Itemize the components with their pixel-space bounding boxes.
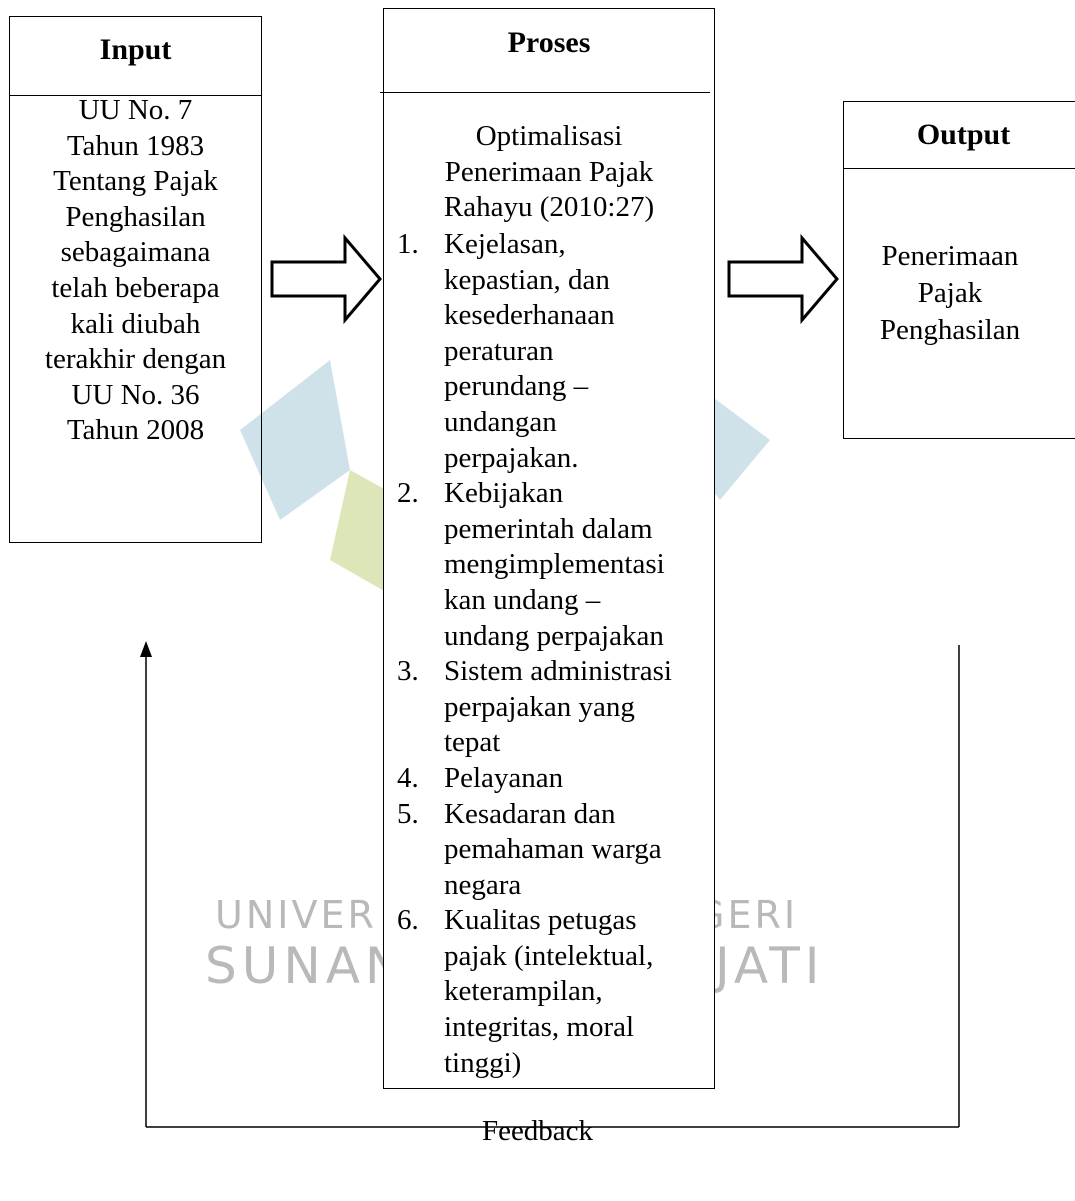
item-line: pemahaman warga [444, 833, 662, 866]
item-line: integritas, moral [444, 1011, 635, 1044]
item-line: pajak (intelektual, [444, 939, 654, 972]
proses-intro: Optimalisasi Penerimaan Pajak Rahayu (20… [384, 119, 714, 226]
item-line: Pelayanan [444, 761, 564, 794]
output-title: Output [916, 118, 1011, 151]
proses-factor-item: 4. Pelayanan [397, 761, 714, 797]
watermark-text-right-2: JATI [715, 937, 825, 995]
item-line: kepastian, dan [444, 263, 610, 296]
item-number: 4. [397, 761, 419, 794]
item-line: mengimplementasi [444, 548, 665, 581]
proses-factor-list: 1. Kejelasan, kepastian, dan kesederhana… [397, 227, 714, 1088]
input-line: Tahun 1983 [66, 129, 205, 162]
item-line: Kebijakan [444, 477, 564, 510]
input-line: UU No. 7 [78, 94, 193, 126]
item-line: kan undang – [444, 583, 601, 616]
arrow-input-to-proses-icon [270, 233, 382, 325]
proses-factor-item: 5. Kesadaran dan pemahaman warga negara [397, 797, 714, 904]
output-box: Output Penerimaan Pajak Penghasilan [843, 101, 1075, 439]
input-divider [10, 95, 261, 96]
feedback-label: Feedback [481, 1115, 594, 1147]
proses-intro-line: Penerimaan Pajak [444, 155, 654, 188]
item-line: undangan [444, 405, 557, 438]
item-line: keterampilan, [444, 975, 603, 1008]
item-number: 2. [397, 477, 419, 510]
input-text: UU No. 7 Tahun 1983 Tentang Pajak Pengha… [10, 93, 261, 449]
item-line: negara [444, 868, 522, 901]
proses-factor-item: 2. Kebijakan pemerintah dalam mengimplem… [397, 476, 714, 654]
input-line: sebagaimana [60, 236, 211, 269]
proses-box: Proses Optimalisasi Penerimaan Pajak Rah… [380, 8, 715, 1089]
feedback-arrowhead [140, 641, 152, 657]
output-line: Penerimaan [881, 240, 1019, 272]
item-number: 1. [397, 228, 419, 260]
item-number: 3. [397, 655, 419, 688]
item-line: Sistem administrasi [444, 655, 672, 688]
output-line: Pajak [917, 277, 983, 309]
input-line: UU No. 36 [71, 378, 200, 411]
item-line: tinggi) [444, 1046, 522, 1079]
item-line: kesederhanaan [444, 299, 615, 332]
item-line: perundang – [444, 370, 589, 403]
watermark-text-left-2: SUNAN [205, 937, 408, 995]
item-line: undang perpajakan [444, 619, 664, 652]
item-line: perpajakan yang [444, 690, 635, 723]
output-line: Penghasilan [879, 314, 1021, 346]
input-line: Tahun 2008 [66, 414, 205, 447]
watermark-text-left-1: UNIVER [215, 893, 377, 937]
item-number: 6. [397, 904, 419, 937]
input-line: kali diubah [70, 307, 201, 340]
proses-intro-line: Optimalisasi [475, 120, 623, 152]
input-line: telah beberapa [51, 271, 220, 304]
input-title: Input [99, 33, 172, 66]
proses-factor-item: 3. Sistem administrasi perpajakan yang t… [397, 654, 714, 761]
watermark-petal-blue-left [240, 360, 350, 520]
input-box: Input UU No. 7 Tahun 1983 Tentang Pajak … [9, 16, 262, 543]
item-line: perpajakan. [444, 441, 579, 474]
proses-divider [380, 92, 710, 93]
proses-factor-item: 1. Kejelasan, kepastian, dan kesederhana… [397, 227, 714, 476]
proses-intro-line: Rahayu (2010:27) [443, 191, 655, 224]
item-number: 5. [397, 797, 419, 830]
item-line: Kejelasan, [444, 228, 566, 260]
output-text: Penerimaan Pajak Penghasilan [844, 238, 1056, 349]
input-line: Tentang Pajak [53, 165, 218, 198]
proses-factor-item: 6. Kualitas petugas pajak (intelektual, … [397, 903, 714, 1081]
input-line: Penghasilan [65, 200, 206, 233]
proses-title: Proses [507, 26, 591, 59]
item-line: peraturan [444, 334, 554, 367]
input-line: terakhir dengan [44, 343, 227, 376]
item-line: Kesadaran dan [444, 797, 616, 830]
output-divider [844, 168, 1075, 169]
item-line: tepat [444, 726, 501, 759]
arrow-proses-to-output-icon [727, 233, 839, 325]
item-line: pemerintah dalam [444, 512, 653, 545]
item-line: Kualitas petugas [444, 904, 637, 937]
